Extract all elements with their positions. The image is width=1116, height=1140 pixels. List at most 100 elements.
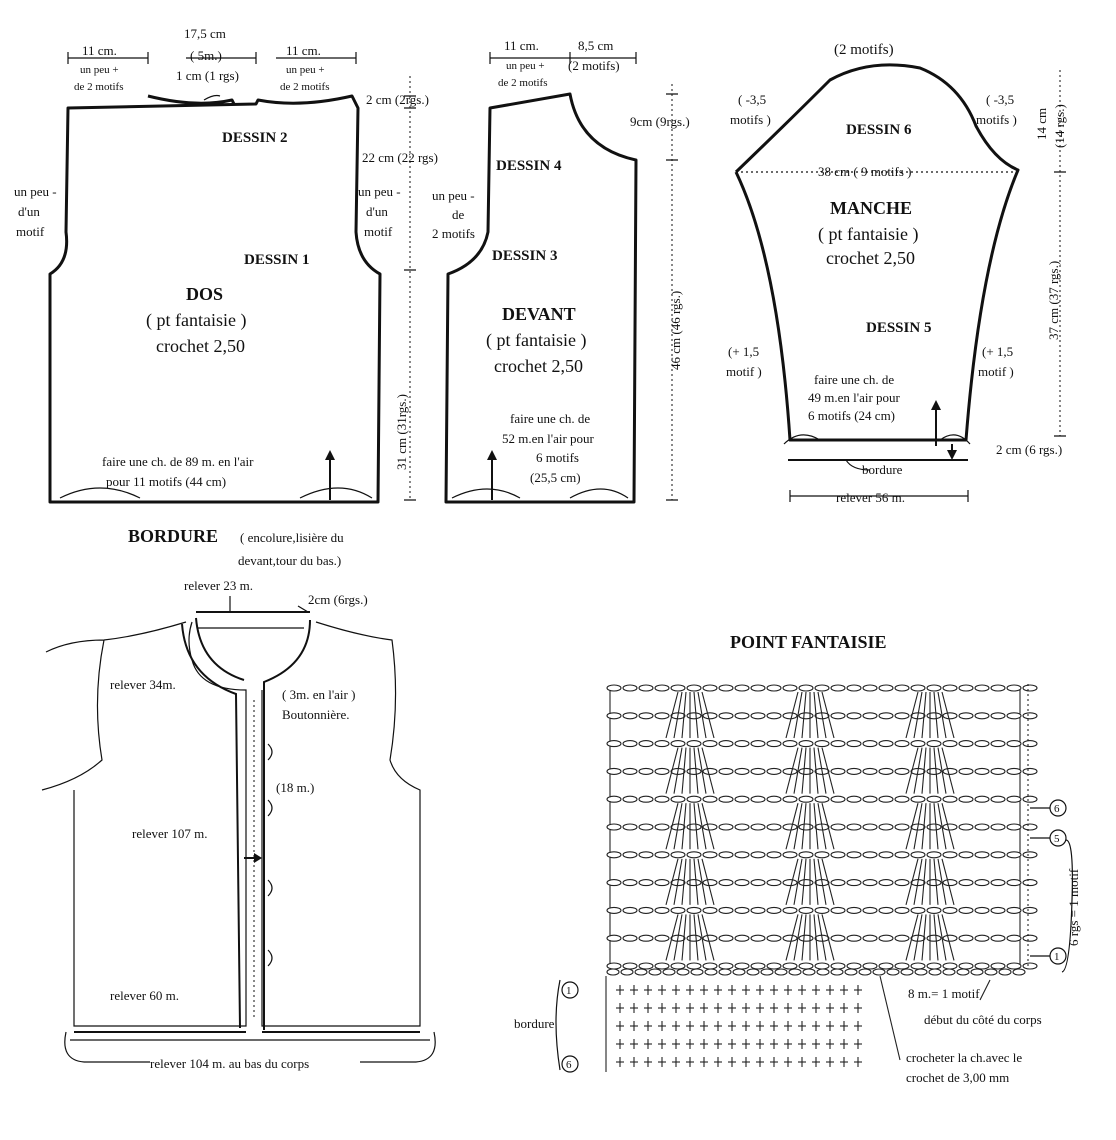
dos-right-side-2: d'un [366, 204, 388, 219]
manche-width: 38 cm ( 9 motifs ) [818, 164, 912, 179]
dos-top-right-width: 11 cm. [286, 43, 321, 58]
bordure-subtitle-2: devant,tour du bas.) [238, 553, 341, 568]
dos-neck-motifs: ( 5m.) [190, 48, 222, 63]
devant-top-note2: de 2 motifs [498, 77, 548, 89]
dos-left-side-3: motif [16, 224, 45, 239]
bordure-buttonhole-2: Boutonnière. [282, 707, 350, 722]
dos-right-side-1: un peu - [358, 184, 401, 199]
manche-hook: crochet 2,50 [826, 248, 915, 268]
manche-length: 37 cm (37 rgs.) [1046, 261, 1061, 340]
devant-side-3: 2 motifs [432, 226, 475, 241]
dos-top-left-note1: un peu + [80, 64, 119, 76]
manche-border: bordure [862, 462, 903, 477]
devant-schematic [444, 52, 678, 504]
dos-left-side-2: d'un [18, 204, 40, 219]
bordure-bottom-pickup: relever 104 m. au bas du corps [150, 1056, 309, 1071]
manche-left-inc-1: (+ 1,5 [728, 344, 759, 359]
bordure-buttonhole-1: ( 3m. en l'air ) [282, 687, 355, 702]
manche-cap-height-2: (14 rgs.) [1052, 104, 1067, 148]
manche-title: MANCHE [830, 198, 912, 218]
bordure-lower-pickup: relever 60 m. [110, 988, 179, 1003]
point-border-row-6: 6 [566, 1059, 572, 1071]
dos-shoulder-height: 2 cm (2rgs.) [366, 92, 429, 107]
devant-chain-2: 52 m.en l'air pour [502, 431, 595, 446]
point-motif-width: 8 m.= 1 motif [908, 986, 980, 1001]
bordure-schematic [41, 596, 436, 1063]
dos-chain-2: pour 11 motifs (44 cm) [106, 474, 226, 489]
bordure-height: 2cm (6rgs.) [308, 592, 368, 607]
manche-dessin5: DESSIN 5 [866, 320, 931, 336]
dos-neck-width: 17,5 cm [184, 26, 226, 41]
bordure-neck-pickup: relever 23 m. [184, 578, 253, 593]
manche-dessin6: DESSIN 6 [846, 122, 912, 138]
dos-chain-1: faire une ch. de 89 m. en l'air [102, 454, 254, 469]
point-row-1-label: 1 [1054, 951, 1060, 963]
manche-left-dec-2: motifs ) [730, 112, 771, 127]
manche-cap-height-1: 14 cm [1034, 108, 1049, 140]
devant-dessin3: DESSIN 3 [492, 248, 557, 264]
dos-top-right-note2: de 2 motifs [280, 81, 330, 93]
bordure-neck-side-pickup: relever 34m. [110, 677, 176, 692]
point-row-6-label: 6 [1054, 803, 1060, 815]
devant-chain-3: 6 motifs [536, 450, 579, 465]
dos-schematic [48, 52, 416, 504]
manche-right-dec-1: ( -3,5 [986, 92, 1014, 107]
devant-chain-4: (25,5 cm) [530, 470, 581, 485]
manche-right-inc-1: (+ 1,5 [982, 344, 1013, 359]
point-hook-note-2: crochet de 3,00 mm [906, 1070, 1009, 1085]
point-fantaisie-chart [605, 684, 1038, 1072]
bordure-subtitle-1: ( encolure,lisière du [240, 530, 344, 545]
devant-dessin4: DESSIN 4 [496, 158, 562, 174]
dos-top-left-width: 11 cm. [82, 43, 117, 58]
point-border-row-1: 1 [566, 985, 572, 997]
devant-neck-motifs: (2 motifs) [568, 58, 620, 73]
point-row-5-label: 5 [1054, 833, 1060, 845]
manche-chain-1: faire une ch. de [814, 372, 894, 387]
devant-total-height: 46 cm (46 rgs.) [668, 291, 683, 370]
devant-title: DEVANT [502, 304, 576, 324]
manche-chain-3: 6 motifs (24 cm) [808, 408, 895, 423]
manche-pickup: relever 56 m. [836, 490, 905, 505]
bordure-body-outline [41, 621, 421, 1027]
devant-neck-height: 9cm (9rgs.) [630, 114, 690, 129]
manche-outline [734, 63, 1020, 442]
manche-left-dec-1: ( -3,5 [738, 92, 766, 107]
bordure-title: BORDURE [128, 526, 218, 546]
devant-top-note1: un peu + [506, 60, 545, 72]
dos-body-height: 31 cm (31rgs.) [394, 394, 409, 470]
point-border-label: bordure [514, 1016, 555, 1031]
bordure-spacing: (18 m.) [276, 780, 314, 795]
dos-hook: crochet 2,50 [156, 336, 245, 356]
manche-stitch: ( pt fantaisie ) [818, 224, 918, 245]
devant-neck-width: 8,5 cm [578, 38, 613, 53]
point-title: POINT FANTAISIE [730, 632, 887, 652]
manche-right-dec-2: motifs ) [976, 112, 1017, 127]
dos-top-left-note2: de 2 motifs [74, 81, 124, 93]
devant-side-1: un peu - [432, 188, 475, 203]
dos-left-side-1: un peu - [14, 184, 57, 199]
dos-right-side-3: motif [364, 224, 393, 239]
devant-hook: crochet 2,50 [494, 356, 583, 376]
dos-top-right-note1: un peu + [286, 64, 325, 76]
manche-schematic [734, 63, 1066, 502]
dos-neck-depth: 1 cm (1 rgs) [176, 68, 239, 83]
point-start-note: début du côté du corps [924, 1012, 1042, 1027]
devant-top-width: 11 cm. [504, 38, 539, 53]
point-row-markers [555, 684, 1073, 1073]
devant-chain-1: faire une ch. de [510, 411, 590, 426]
manche-chain-2: 49 m.en l'air pour [808, 390, 901, 405]
dos-stitch: ( pt fantaisie ) [146, 310, 246, 331]
manche-left-inc-2: motif ) [726, 364, 762, 379]
dos-outline [48, 94, 382, 504]
point-hook-note-1: crocheter la ch.avec le [906, 1050, 1022, 1065]
dos-dessin2: DESSIN 2 [222, 130, 287, 146]
point-repeat: 6 rgs = 1 motif [1066, 868, 1081, 946]
manche-cuff: 2 cm (6 rgs.) [996, 442, 1062, 457]
manche-top-motifs: (2 motifs) [834, 42, 894, 58]
dos-armhole-height: 22 cm (22 rgs) [362, 150, 438, 165]
manche-right-inc-2: motif ) [978, 364, 1014, 379]
devant-stitch: ( pt fantaisie ) [486, 330, 586, 351]
devant-side-2: de [452, 207, 465, 222]
devant-outline [444, 92, 638, 504]
